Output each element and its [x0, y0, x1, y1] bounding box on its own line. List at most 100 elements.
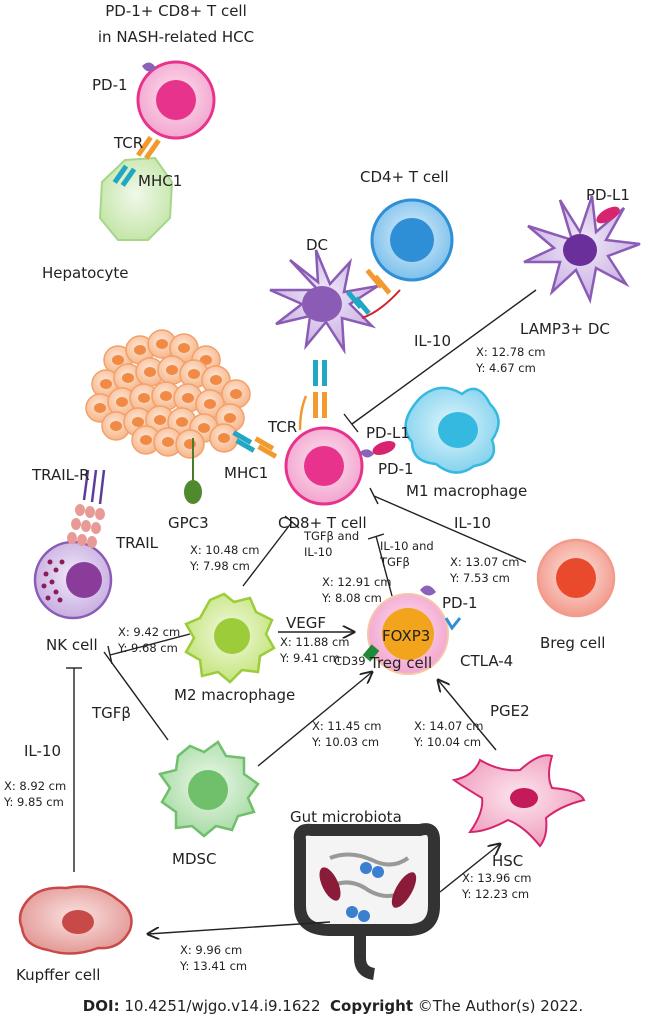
tgfb-il10-label-2: IL-10: [304, 545, 332, 559]
connectors: [66, 289, 537, 934]
coord-label-x: X: 10.48 cm: [190, 543, 260, 557]
tumor-cluster: [85, 329, 251, 504]
tgfb-mdsc-label: TGFβ: [91, 704, 131, 722]
gut-microbiota-label: Gut microbiota: [290, 808, 402, 826]
tumor-cell-nucleus: [230, 389, 242, 399]
hsc-cell: [451, 754, 586, 848]
il10-tgfb-label-1: IL-10 and: [380, 539, 434, 553]
tgfb-il10-label-1: TGFβ and: [303, 529, 359, 543]
tumor-cell-nucleus: [198, 423, 210, 433]
mdsc-label: MDSC: [172, 850, 217, 868]
tumor-cell-nucleus: [156, 339, 168, 349]
coord-label-y: Y: 13.41 cm: [179, 959, 247, 973]
coord-label-x: X: 13.96 cm: [462, 871, 532, 885]
treg-cell-label: Treg cell: [369, 654, 432, 672]
pd1-treg-label: PD-1: [442, 594, 478, 612]
tumor-cell-nucleus: [144, 367, 156, 377]
tumor-cell-nucleus: [218, 433, 230, 443]
m1-macrophage-label: M1 macrophage: [406, 482, 527, 500]
tumor-cell-nucleus: [140, 435, 152, 445]
pdl1-lamp3-label: PD-L1: [586, 186, 630, 204]
tumor-cell-nucleus: [182, 393, 194, 403]
coord-label-y: Y: 10.03 cm: [311, 735, 379, 749]
m1-macrophage: [404, 386, 500, 474]
coord-label-y: Y: 9.68 cm: [117, 641, 178, 655]
hepatocyte-label: Hepatocyte: [42, 264, 129, 282]
tumor-cell-nucleus: [116, 397, 128, 407]
dc-cell: [269, 249, 379, 355]
citation-footer: DOI: 10.4251/wjgo.v14.i9.1622 Copyright …: [0, 997, 666, 1015]
mdsc-cell: [157, 740, 260, 838]
coord-label-x: X: 8.92 cm: [4, 779, 66, 793]
coord-label-y: Y: 9.41 cm: [279, 651, 340, 665]
hsc-label: HSC: [492, 852, 523, 870]
tumor-cell-nucleus: [160, 391, 172, 401]
kupffer-cell-label: Kupffer cell: [16, 966, 100, 984]
pd1-m1-label: PD-1: [378, 460, 414, 478]
coordinate-annotations: X: 12.78 cm Y: 4.67 cm X: 10.48 cm Y: 7.…: [3, 345, 546, 973]
gpc3-label: GPC3: [168, 514, 209, 532]
copyright-value: ©The Author(s) 2022.: [417, 997, 584, 1015]
dc-cd8-tcr-complex: [298, 360, 327, 431]
nk-cell-label: NK cell: [46, 636, 98, 654]
m2-macrophage: [184, 592, 276, 684]
pge2-label: PGE2: [490, 702, 530, 720]
coord-label-y: Y: 7.98 cm: [189, 559, 250, 573]
coord-label-x: X: 13.07 cm: [450, 555, 520, 569]
pdl1-m1-label: PD-L1: [366, 424, 410, 442]
tcr-mid-label: TCR: [267, 418, 297, 436]
cd4-t-cell-label: CD4+ T cell: [360, 168, 449, 186]
il10-breg-label: IL-10: [454, 514, 491, 532]
tumor-cell-nucleus: [100, 379, 112, 389]
immune-cell-diagram: PD-1+ CD8+ T cell in NASH-related HCC PD…: [3, 2, 641, 984]
tumor-cell-nucleus: [138, 393, 150, 403]
top-hepatocyte: [98, 156, 174, 241]
coord-label-x: X: 9.96 cm: [180, 943, 242, 957]
tumor-cell-nucleus: [210, 375, 222, 385]
tumor-cell-nucleus: [166, 365, 178, 375]
tumor-cell-nucleus: [112, 355, 124, 365]
coord-label-y: Y: 10.04 cm: [413, 735, 481, 749]
vegf-label: VEGF: [286, 614, 326, 632]
lamp3-dc-label: LAMP3+ DC: [520, 320, 610, 338]
coord-label-x: X: 12.91 cm: [322, 575, 392, 589]
kupffer-cell: [18, 885, 133, 955]
tumor-cell-nucleus: [94, 403, 106, 413]
coord-label-x: X: 12.78 cm: [476, 345, 546, 359]
breg-cell: [536, 538, 616, 618]
lamp3-dc-cell: [523, 195, 641, 305]
top-cd8-t-cell: [136, 60, 216, 140]
ctla4-label: CTLA-4: [460, 652, 513, 670]
doi-value: 10.4251/wjgo.v14.i9.1622: [124, 997, 321, 1015]
trail-r-label: TRAIL-R: [31, 466, 90, 484]
tumor-cell-nucleus: [224, 413, 236, 423]
foxp3-label: FOXP3: [382, 627, 430, 645]
title-line2: in NASH-related HCC: [98, 28, 254, 46]
tumor-cell-nucleus: [188, 369, 200, 379]
coord-label-y: Y: 12.23 cm: [461, 887, 529, 901]
cd4-t-cell: [370, 198, 454, 282]
trail-receptor-complex: [67, 469, 106, 548]
cd8-t-cell-label: CD8+ T cell: [278, 514, 367, 532]
mhc1-top-label: MHC1: [138, 172, 182, 190]
coord-label-y: Y: 7.53 cm: [449, 571, 510, 585]
tumor-cell-nucleus: [162, 437, 174, 447]
tumor-cell-nucleus: [176, 417, 188, 427]
il10-tgfb-label-2: TGFβ: [379, 555, 410, 569]
nk-cell: [33, 540, 113, 620]
top-tcr-mhc1-complex: [112, 135, 161, 187]
coord-label-x: X: 11.88 cm: [280, 635, 350, 649]
tumor-cd8-mhc1-complex: [232, 430, 278, 459]
tcr-top-label: TCR: [113, 134, 143, 152]
tumor-cell-nucleus: [110, 421, 122, 431]
gut-microbiota: [293, 823, 440, 980]
tumor-cell-nucleus: [154, 415, 166, 425]
pd1-top-label: PD-1: [92, 76, 128, 94]
coord-label-x: X: 9.42 cm: [118, 625, 180, 639]
coord-label-y: Y: 8.08 cm: [321, 591, 382, 605]
tumor-cell-nucleus: [122, 373, 134, 383]
coord-label-y: Y: 4.67 cm: [475, 361, 536, 375]
top-pd1-receptor: [142, 62, 156, 72]
doi-label: DOI:: [82, 997, 120, 1015]
coord-label-x: X: 14.07 cm: [414, 719, 484, 733]
